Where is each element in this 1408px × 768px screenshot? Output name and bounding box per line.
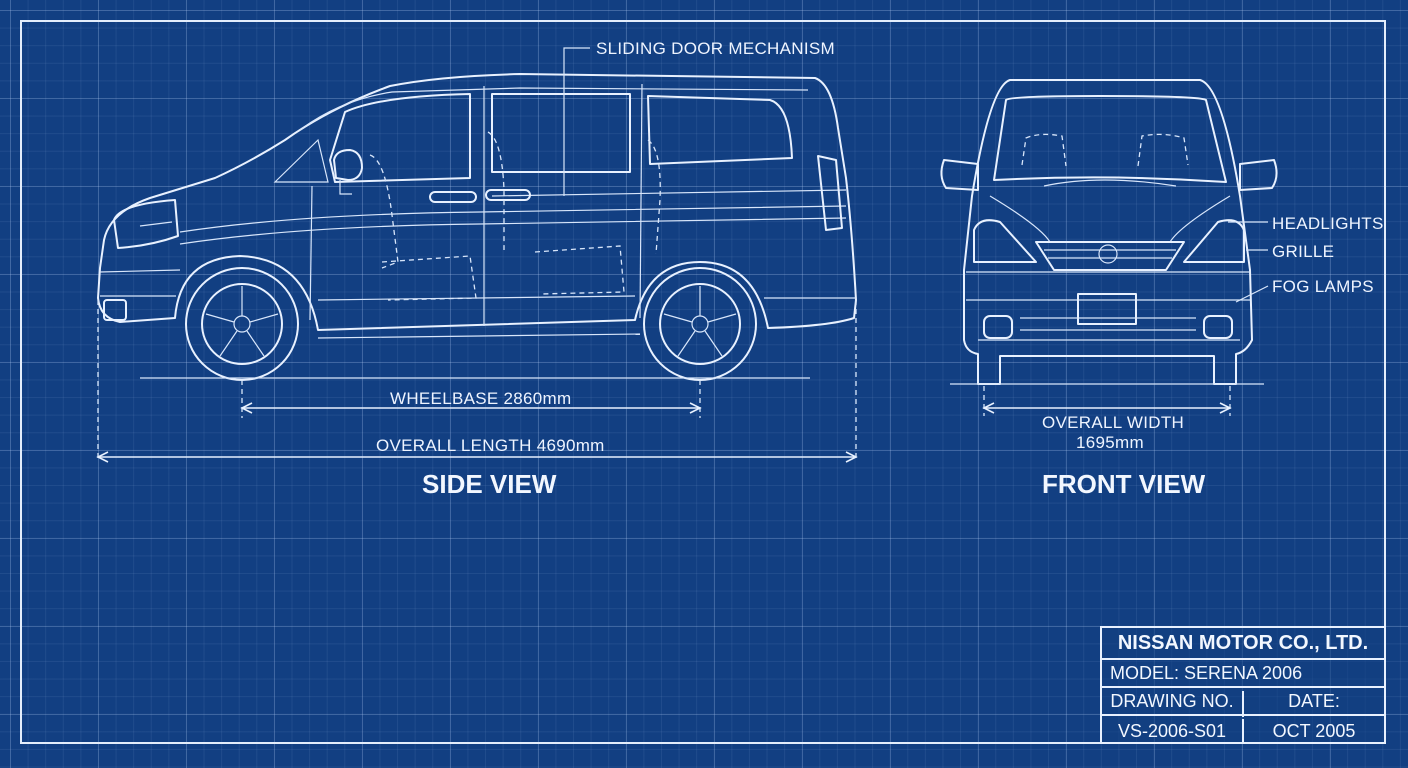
wheelbase-label: WHEELBASE 2860mm	[390, 389, 572, 408]
date-label: DATE:	[1288, 691, 1340, 711]
grille-callout: GRILLE	[1272, 242, 1335, 261]
side-view-van	[97, 73, 857, 381]
fog-lamps-leader	[1235, 285, 1269, 303]
drawing-no-label: DRAWING NO.	[1102, 691, 1244, 717]
sliding-door-leader	[563, 47, 590, 196]
overall-length-label: OVERALL LENGTH 4690mm	[376, 436, 605, 455]
date-value: OCT 2005	[1272, 721, 1356, 741]
drawing-no-value: VS-2006-S01	[1102, 719, 1244, 744]
title-block-company-row: NISSAN MOTOR CO., LTD.	[1102, 628, 1384, 660]
sliding-door-callout: SLIDING DOOR MECHANISM	[596, 39, 835, 58]
title-block: NISSAN MOTOR CO., LTD. MODEL: SERENA 200…	[1100, 626, 1386, 744]
title-block-model-row: MODEL: SERENA 2006	[1102, 660, 1384, 688]
front-dimensions	[982, 386, 1232, 416]
overall-width-label: OVERALL WIDTH	[1042, 413, 1185, 432]
title-block-labels-row: DRAWING NO. DATE:	[1102, 688, 1384, 717]
model-name: MODEL: SERENA 2006	[1110, 663, 1303, 683]
front-view-van	[940, 79, 1278, 385]
overall-width-value: 1695mm	[1076, 433, 1144, 452]
drawing-border	[20, 20, 1386, 744]
company-name: NISSAN MOTOR CO., LTD.	[1117, 632, 1369, 654]
front-view-title: FRONT VIEW	[1042, 469, 1206, 499]
fog-lamps-callout: FOG LAMPS	[1272, 277, 1374, 296]
side-view-title: SIDE VIEW	[422, 469, 557, 499]
side-dimensions	[96, 300, 858, 463]
headlights-callout: HEADLIGHTS	[1272, 214, 1384, 233]
